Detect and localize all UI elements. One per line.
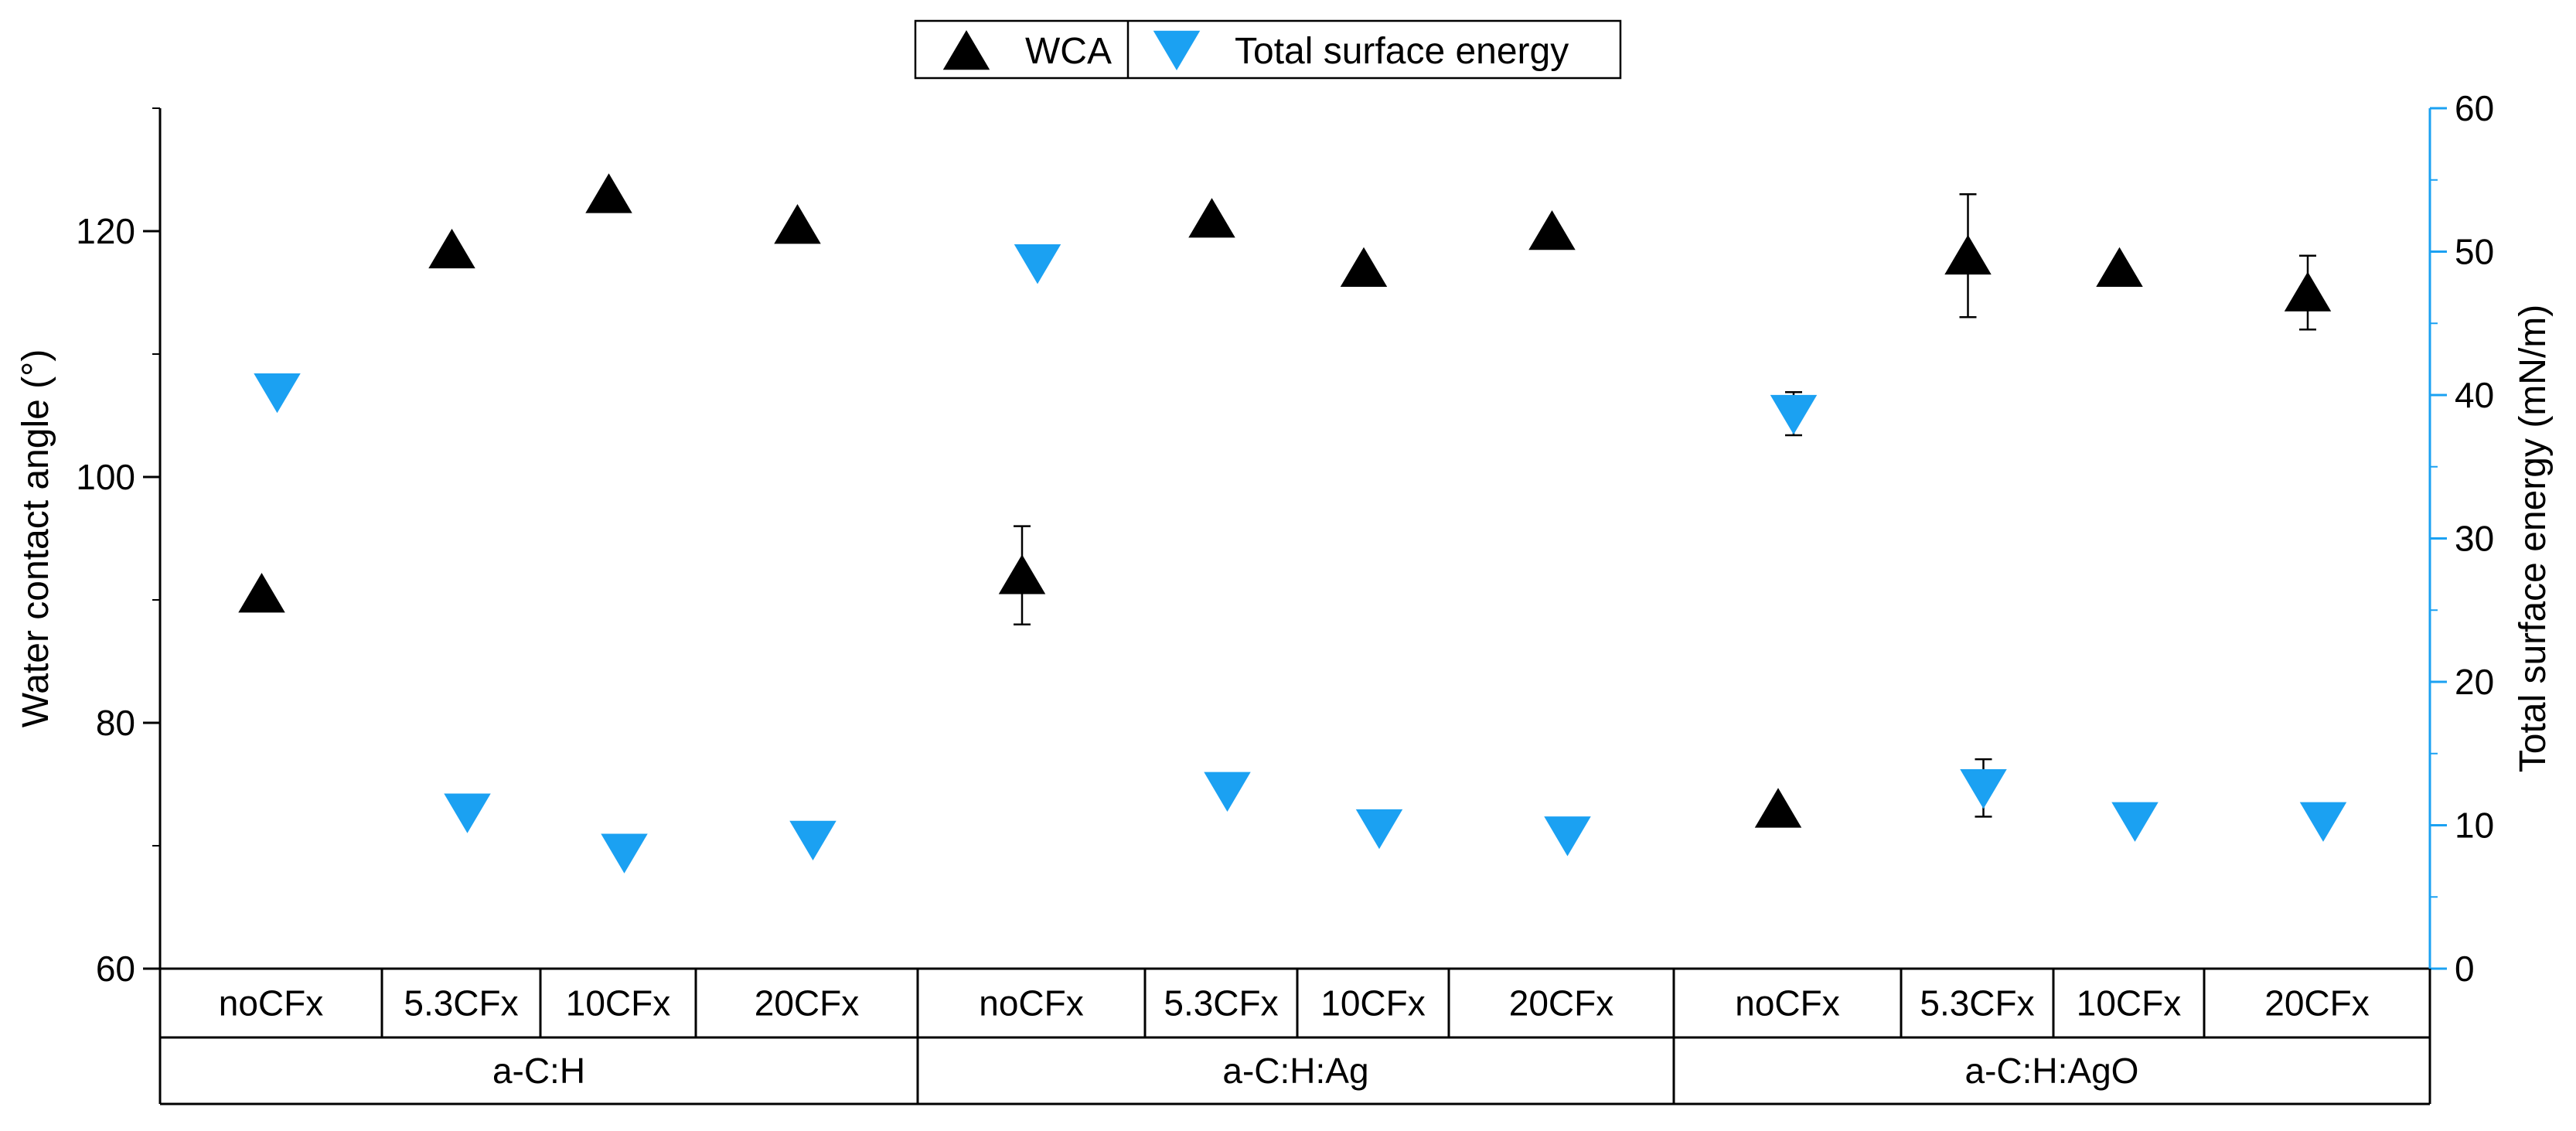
wca-series <box>238 173 2332 828</box>
surface-energy-point <box>1355 809 1403 850</box>
surface-energy-point <box>444 793 491 833</box>
wca-point <box>428 228 475 269</box>
legend-box <box>914 19 1622 80</box>
category-label: noCFx <box>979 983 1083 1024</box>
surface-energy-point <box>1960 768 2007 809</box>
surface-energy-series <box>254 244 2347 874</box>
category-label: 5.3CFx <box>1920 983 2034 1024</box>
right-y-axis: 0 10 20 30 40 50 60 <box>2430 88 2494 989</box>
category-label: 10CFx <box>2077 983 2181 1024</box>
wca-point <box>238 573 285 613</box>
category-label: 10CFx <box>1320 983 1425 1024</box>
group-label: a-C:H <box>492 1051 585 1091</box>
wca-point <box>1188 198 1235 238</box>
legend-wca-marker <box>942 30 990 70</box>
series-layer <box>238 173 2347 874</box>
left-tick-label: 120 <box>76 211 135 251</box>
category-label: noCFx <box>219 983 323 1024</box>
legend: WCA Total surface energy <box>914 19 1622 80</box>
right-tick-label: 10 <box>2455 806 2494 846</box>
category-label: 10CFx <box>566 983 670 1024</box>
left-tick-label: 80 <box>96 703 135 743</box>
legend-surface-energy-marker <box>1153 30 1201 70</box>
wca-point <box>998 554 1046 594</box>
wca-point <box>1754 788 1802 828</box>
surface-energy-point <box>789 820 837 861</box>
surface-energy-point <box>2111 802 2159 842</box>
wca-point <box>2096 247 2143 287</box>
category-label: 5.3CFx <box>404 983 518 1024</box>
category-label: 20CFx <box>1509 983 1613 1024</box>
right-tick-label: 0 <box>2455 949 2475 989</box>
right-tick-label: 30 <box>2455 519 2494 559</box>
wca-point <box>1944 234 1992 275</box>
wca-point <box>585 173 632 213</box>
right-tick-label: 40 <box>2455 375 2494 415</box>
surface-energy-point <box>1204 772 1251 812</box>
category-label: 20CFx <box>755 983 859 1024</box>
plot-frame <box>158 108 2431 970</box>
category-table: noCFx 5.3CFx 10CFx 20CFx noCFx 5.3CFx 10CFx 20C… <box>158 969 2431 1105</box>
left-tick-label: 60 <box>96 949 135 989</box>
y2-axis-title: Total surface energy (mN/m) <box>2513 305 2554 773</box>
surface-energy-point <box>2299 802 2347 842</box>
left-tick-label: 100 <box>76 457 135 497</box>
category-label: 5.3CFx <box>1164 983 1278 1024</box>
y-axis-title: Water contact angle (°) <box>15 349 56 728</box>
left-y-axis: 60 80 100 120 <box>76 107 160 989</box>
surface-energy-point <box>1770 394 1818 435</box>
legend-wca-label: WCA <box>1025 31 1112 72</box>
group-label: a-C:H:Ag <box>1222 1051 1368 1091</box>
right-tick-label: 50 <box>2455 232 2494 272</box>
wca-point <box>1528 210 1576 250</box>
wca-point <box>1340 247 1388 287</box>
group-label: a-C:H:AgO <box>1965 1051 2139 1091</box>
right-tick-label: 60 <box>2455 88 2494 128</box>
category-label: 20CFx <box>2264 983 2369 1024</box>
category-label: noCFx <box>1735 983 1839 1024</box>
right-tick-label: 20 <box>2455 662 2494 702</box>
surface-energy-point <box>1014 244 1061 284</box>
surface-energy-point <box>601 833 648 874</box>
surface-energy-point <box>1544 816 1591 857</box>
surface-energy-point <box>254 373 301 414</box>
wca-point <box>2284 271 2332 312</box>
wca-point <box>774 204 821 244</box>
legend-surface-energy-label: Total surface energy <box>1235 31 1569 72</box>
